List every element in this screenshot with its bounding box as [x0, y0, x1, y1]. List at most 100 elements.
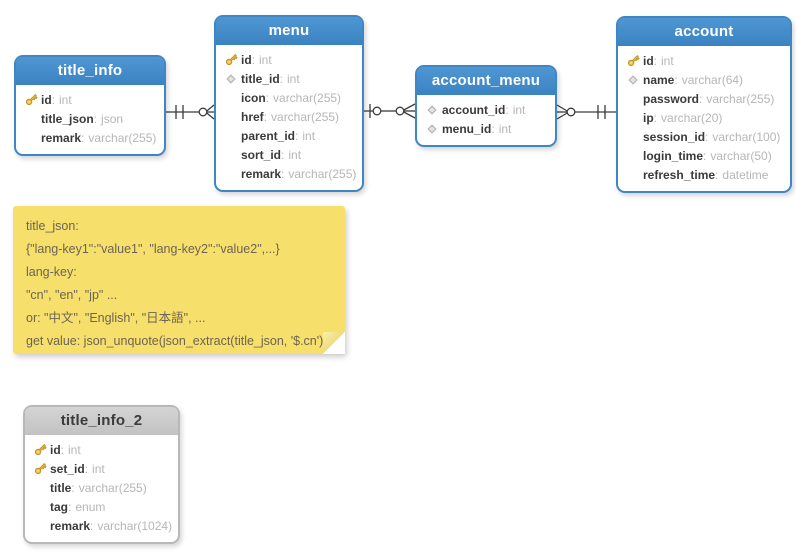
field-name: id: [50, 442, 61, 457]
foreign-key-diamond-icon: [221, 74, 241, 84]
table-row[interactable]: login_time:varchar(50): [623, 146, 784, 165]
field-type: datetime: [722, 167, 769, 182]
note-folded-corner: [323, 332, 345, 354]
table-row[interactable]: title_id:int: [221, 69, 356, 88]
connector-title_info-menu[interactable]: [166, 104, 215, 120]
table-title[interactable]: title_info: [16, 57, 164, 85]
field-type: varchar(100): [712, 129, 781, 144]
field-colon: :: [60, 442, 65, 457]
field-type: int: [287, 71, 300, 86]
field-name: session_id: [643, 129, 706, 144]
field-colon: :: [674, 72, 678, 87]
foreign-key-diamond-icon: [623, 75, 643, 85]
table-row[interactable]: name:varchar(64): [623, 70, 784, 89]
field-name: id: [41, 92, 52, 107]
table-row[interactable]: icon:varchar(255): [221, 88, 356, 107]
table-row[interactable]: parent_id:int: [221, 126, 356, 145]
table-row[interactable]: id:int: [221, 50, 356, 69]
connector-account_menu-account[interactable]: [556, 104, 616, 120]
table-row[interactable]: title:varchar(255): [30, 478, 172, 497]
table-row[interactable]: tag:enum: [30, 497, 172, 516]
field-name: refresh_time: [643, 167, 716, 182]
field-colon: :: [84, 461, 89, 476]
field-name: menu_id: [442, 121, 492, 136]
field-name: id: [643, 53, 654, 68]
field-type: int: [512, 102, 526, 117]
field-colon: :: [653, 110, 658, 125]
field-colon: :: [491, 121, 495, 136]
field-type: varchar(255): [288, 166, 357, 181]
table-row[interactable]: id:int: [623, 51, 784, 70]
field-type: int: [68, 442, 81, 457]
field-name: remark: [50, 518, 91, 533]
field-colon: :: [295, 128, 299, 143]
table-row[interactable]: href:varchar(255): [221, 107, 356, 126]
table-title[interactable]: title_info_2: [25, 407, 178, 435]
field-type: int: [302, 128, 316, 143]
table-row[interactable]: id:int: [21, 90, 158, 109]
field-name: icon: [241, 90, 266, 105]
field-type: int: [92, 461, 105, 476]
table-body: id:int name:varchar(64) password:varchar…: [618, 46, 790, 191]
entity-table-account_menu[interactable]: account_menu account_id:int menu_id:int: [415, 65, 557, 147]
entity-table-account[interactable]: account id:int name:varchar(64) password…: [616, 16, 792, 193]
sticky-note[interactable]: title_json: {"lang-key1":"value1", "lang…: [13, 206, 345, 354]
primary-key-icon: [623, 53, 643, 68]
field-type: int: [288, 147, 302, 162]
table-row[interactable]: title_json:json: [21, 109, 158, 128]
field-colon: :: [653, 53, 658, 68]
field-type: int: [498, 121, 512, 136]
field-type: varchar(255): [273, 90, 342, 105]
table-body: account_id:int menu_id:int: [417, 95, 555, 145]
field-name: account_id: [442, 102, 506, 117]
field-name: title_id: [241, 71, 280, 86]
table-row[interactable]: remark:varchar(1024): [30, 516, 172, 535]
table-row[interactable]: remark:varchar(255): [221, 164, 356, 183]
field-type: varchar(255): [706, 91, 775, 106]
field-name: login_time: [643, 148, 704, 163]
field-colon: :: [93, 111, 98, 126]
table-title[interactable]: menu: [216, 17, 362, 45]
field-colon: :: [281, 147, 285, 162]
note-line: {"lang-key1":"value1", "lang-key2":"valu…: [26, 242, 280, 256]
field-name: remark: [241, 166, 282, 181]
table-row[interactable]: session_id:varchar(100): [623, 127, 784, 146]
table-row[interactable]: id:int: [30, 440, 172, 459]
table-row[interactable]: menu_id:int: [422, 119, 549, 138]
field-name: parent_id: [241, 128, 296, 143]
table-title[interactable]: account: [618, 18, 790, 46]
table-row[interactable]: set_id:int: [30, 459, 172, 478]
entity-table-title_info_2[interactable]: title_info_2 id:int set_id:int title:var…: [23, 405, 180, 544]
note-line: "cn", "en", "jp" ...: [26, 288, 118, 302]
field-type: varchar(20): [661, 110, 723, 125]
primary-key-icon: [30, 442, 50, 457]
entity-table-menu[interactable]: menu id:int title_id:int icon:varchar(25…: [214, 15, 364, 192]
field-colon: :: [703, 148, 707, 163]
field-colon: :: [263, 109, 268, 124]
foreign-key-diamond-icon: [422, 124, 442, 134]
field-type: varchar(64): [681, 72, 744, 87]
table-title[interactable]: account_menu: [417, 67, 555, 95]
field-colon: :: [705, 129, 709, 144]
field-colon: :: [281, 166, 285, 181]
connector-menu-account_menu[interactable]: [364, 103, 416, 119]
entity-table-title_info[interactable]: title_info id:int title_json:json remark…: [14, 55, 166, 156]
foreign-key-diamond-icon: [422, 105, 442, 115]
field-name: href: [241, 109, 264, 124]
field-type: varchar(50): [710, 148, 772, 163]
field-type: varchar(1024): [97, 518, 173, 533]
table-row[interactable]: ip:varchar(20): [623, 108, 784, 127]
table-row[interactable]: remark:varchar(255): [21, 128, 158, 147]
field-colon: :: [71, 480, 75, 495]
field-colon: :: [68, 499, 72, 514]
field-type: varchar(255): [271, 109, 340, 124]
field-type: int: [661, 53, 674, 68]
table-body: id:int set_id:int title:varchar(255) tag…: [25, 435, 178, 542]
table-row[interactable]: sort_id:int: [221, 145, 356, 164]
table-row[interactable]: account_id:int: [422, 100, 549, 119]
field-colon: :: [699, 91, 703, 106]
table-row[interactable]: password:varchar(255): [623, 89, 784, 108]
field-colon: :: [279, 71, 284, 86]
table-row[interactable]: refresh_time:datetime: [623, 165, 784, 184]
